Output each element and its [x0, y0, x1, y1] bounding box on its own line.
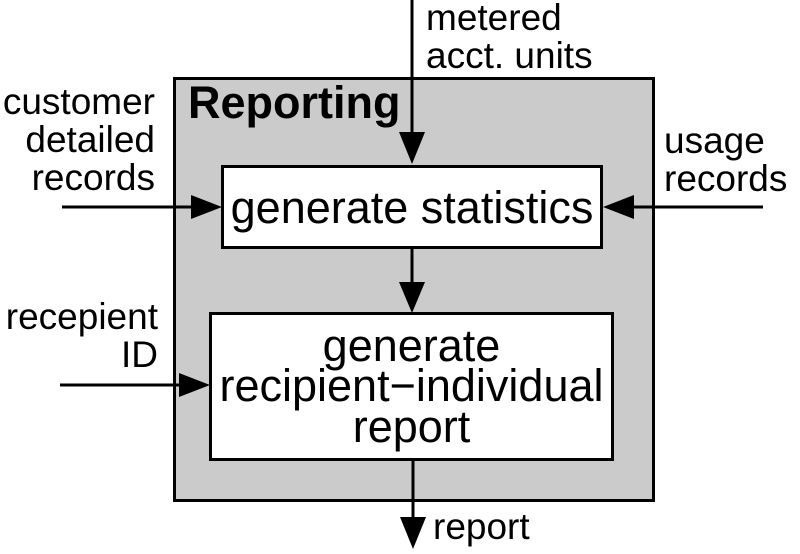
process-box-generate-statistics: generate statistics [221, 165, 603, 249]
generate-statistics-label: generate statistics [230, 181, 594, 233]
usage-records-label: usage records [664, 120, 788, 199]
process-box-generate-recipient-report: generate recipient−individual report [209, 312, 614, 461]
recipient-id-label: recepient ID [5, 296, 158, 375]
generate-recipient-report-label: generate recipient−individual report [219, 319, 604, 452]
reporting-title: Reporting [188, 77, 401, 128]
report-output-label: report [433, 506, 530, 547]
customer-detailed-records-label: customer detailed records [2, 81, 155, 198]
metered-acct-units-label: metered acct. units [426, 0, 593, 76]
